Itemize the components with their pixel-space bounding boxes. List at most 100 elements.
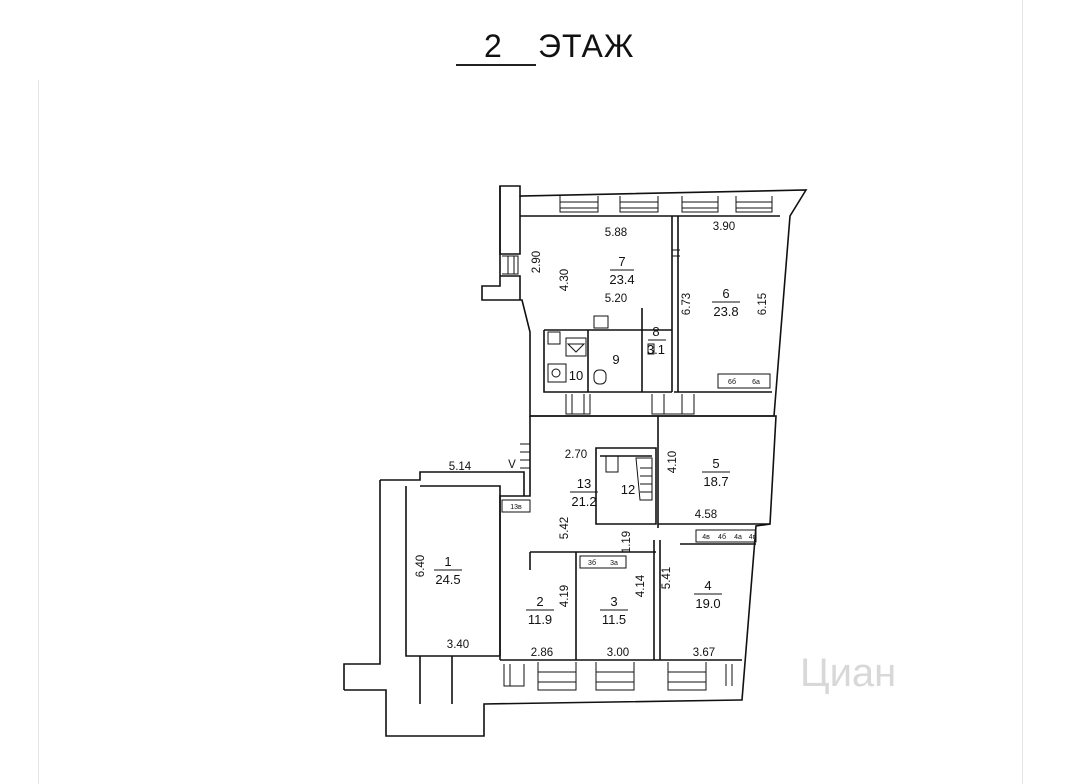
room-labels: 7 23.4 6 23.8 8 3.1 9 10 5 18.7 13 21.2 … <box>434 254 740 627</box>
room-5-number: 5 <box>712 456 719 471</box>
floor-word: ЭТАЖ <box>538 28 635 64</box>
toilet-9 <box>593 369 607 385</box>
window-mid-a <box>565 394 591 415</box>
stair-12 <box>635 457 653 501</box>
floor-title: 2 ЭТАЖ <box>456 24 656 68</box>
closet-labels: 13в 4в 4б 4а 4г 3б 3а 6б 6а V <box>508 378 760 567</box>
dim-2-70: 2.70 <box>565 449 587 461</box>
window-6b <box>735 196 773 213</box>
dim-6-73: 6.73 <box>681 293 693 315</box>
outer-wall-left-top <box>380 471 525 496</box>
window-7b <box>619 196 659 213</box>
room-1-number: 1 <box>444 554 451 569</box>
dim-5-14: 5.14 <box>449 461 472 473</box>
floor-underline <box>456 64 536 66</box>
dim-5-20: 5.20 <box>605 293 627 305</box>
dim-2-90: 2.90 <box>531 251 543 273</box>
cabinet-12 <box>605 455 619 473</box>
room-4-number: 4 <box>704 578 711 593</box>
wall-room-1 <box>405 486 500 657</box>
dimension-labels: 5.88 3.90 2.90 4.30 5.20 6.73 6.15 2.70 … <box>415 221 769 659</box>
toilet-10 <box>565 337 587 357</box>
dim-4-30: 4.30 <box>559 269 571 291</box>
window-bottom-a <box>503 664 525 687</box>
watermark: Циан <box>800 651 896 695</box>
closet-label-4g: 4г <box>749 534 756 541</box>
marker-v: V <box>508 459 516 471</box>
closet-label-6a: 6а <box>752 379 760 386</box>
room-6-number: 6 <box>722 286 729 301</box>
closet-6 <box>717 373 771 389</box>
dim-4-10: 4.10 <box>667 451 679 473</box>
room-12-number: 12 <box>621 482 635 497</box>
upper-left-notch <box>499 186 521 255</box>
window-4 <box>667 662 707 691</box>
shower-10 <box>547 363 567 383</box>
dim-5-42: 5.42 <box>559 517 571 539</box>
room-10-number: 10 <box>569 368 583 383</box>
page-border-left <box>38 80 39 784</box>
dim-5-88: 5.88 <box>605 227 627 239</box>
dim-3-40: 3.40 <box>447 639 469 651</box>
windows <box>502 196 773 691</box>
room-1-area: 24.5 <box>435 572 460 587</box>
sink-9 <box>593 315 609 329</box>
closet-label-4a: 4а <box>734 534 742 541</box>
dim-2-86: 2.86 <box>531 647 553 659</box>
window-mid-b <box>651 394 695 415</box>
fixtures <box>501 249 771 569</box>
window-3 <box>595 662 635 691</box>
door-hatch-13 <box>520 443 530 469</box>
window-6a <box>681 196 719 213</box>
closet-3 <box>579 555 627 569</box>
window-4b <box>725 664 733 686</box>
window-2 <box>537 662 577 691</box>
floor-number: 2 <box>484 28 502 64</box>
room-4-area: 19.0 <box>695 596 720 611</box>
room-6-area: 23.8 <box>713 304 738 319</box>
outer-wall-middle-right <box>530 415 777 701</box>
window-7a <box>559 196 599 213</box>
entrance-jambs <box>419 656 453 704</box>
room-5-area: 18.7 <box>703 474 728 489</box>
room-8-number: 8 <box>652 324 659 339</box>
room-7-area: 23.4 <box>609 272 634 287</box>
closet-label-3a: 3а <box>610 560 618 567</box>
room-9-number: 9 <box>612 352 619 367</box>
room-13-area: 21.2 <box>571 494 596 509</box>
dim-4-19: 4.19 <box>559 585 571 607</box>
wall-middle-left <box>499 416 531 660</box>
dim-3-67: 3.67 <box>693 647 715 659</box>
wall-10-9-8-bottom <box>543 330 672 393</box>
dim-6-40: 6.40 <box>415 555 427 577</box>
room-13-number: 13 <box>577 476 591 491</box>
room-2-number: 2 <box>536 594 543 609</box>
sink-10 <box>547 331 561 345</box>
room-3-area: 11.5 <box>602 612 626 627</box>
closet-label-4v: 4в <box>702 534 710 541</box>
dim-4-14: 4.14 <box>635 574 647 597</box>
dim-1-19: 1.19 <box>621 531 633 553</box>
closet-label-3b: 3б <box>588 559 596 567</box>
room-2-area: 11.9 <box>528 612 552 627</box>
closet-label-6b: 6б <box>728 378 736 386</box>
walls <box>343 185 808 737</box>
dim-5-41: 5.41 <box>661 567 673 589</box>
wall-room-12 <box>595 447 657 525</box>
closet-4 <box>695 529 757 543</box>
dim-3-90: 3.90 <box>713 221 735 233</box>
dim-3-00: 3.00 <box>607 647 629 659</box>
room-3-number: 3 <box>610 594 617 609</box>
sink-8 <box>647 343 655 355</box>
page-border-right <box>1022 0 1023 784</box>
closet-13v <box>501 499 531 513</box>
dim-4-58: 4.58 <box>695 509 717 521</box>
outer-wall-left <box>343 480 381 690</box>
window-left <box>502 255 519 275</box>
room-7-number: 7 <box>618 254 625 269</box>
outer-wall-bottom <box>344 689 741 737</box>
dim-6-15: 6.15 <box>757 293 769 315</box>
closet-label-4b: 4б <box>718 533 726 541</box>
closet-label-13v: 13в <box>510 504 522 511</box>
